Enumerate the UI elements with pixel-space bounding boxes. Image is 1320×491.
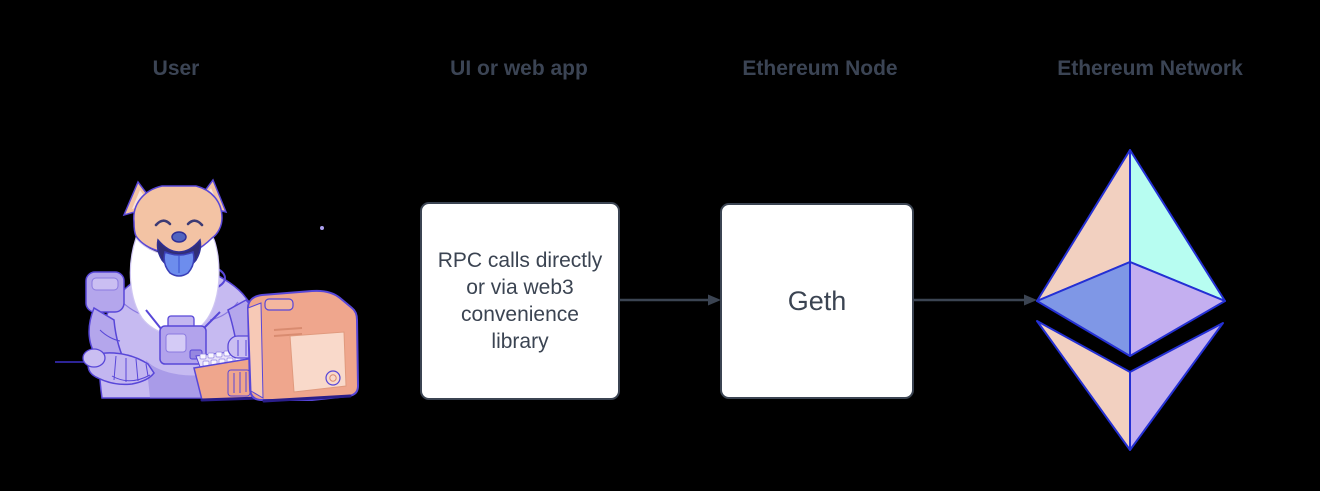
column-header-ethereum-network: Ethereum Network	[1057, 57, 1243, 80]
arrow-ui-to-node	[620, 294, 721, 306]
ui-webapp-box: RPC calls directly or via web3 convenien…	[420, 202, 620, 400]
doge-astronaut-icon	[55, 178, 360, 403]
ethereum-network-illustration	[1025, 140, 1235, 460]
ethereum-node-box: Geth	[720, 203, 914, 399]
doge-astronaut-illustration	[50, 160, 380, 405]
arrow-node-to-network	[914, 294, 1037, 306]
ethereum-node-box-label: Geth	[787, 285, 847, 316]
column-header-ui-or-web-app: UI or web app	[450, 57, 588, 80]
ethereum-logo-icon	[1036, 149, 1226, 451]
column-header-ethereum-node: Ethereum Node	[742, 57, 898, 80]
ui-webapp-box-label: RPC calls directly or via web3 convenien…	[437, 249, 603, 353]
column-header-user: User	[152, 57, 200, 80]
